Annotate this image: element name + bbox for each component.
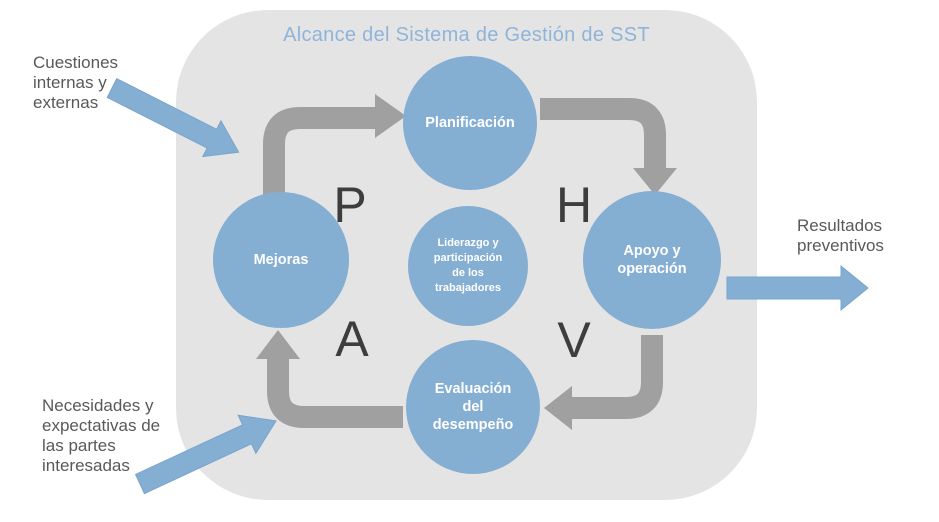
circle-apoyo-operacion-label: Apoyo y operación (617, 242, 687, 277)
circle-planificacion: Planificación (403, 56, 537, 190)
phva-letter-h: H (555, 177, 593, 233)
circle-mejoras-label: Mejoras (253, 251, 309, 268)
label-resultados-preventivos: Resultados preventivos (797, 216, 884, 255)
circle-liderazgo-participacion: Liderazgo y participación de los trabaja… (408, 206, 528, 326)
phva-letter-v: V (557, 312, 591, 368)
phva-letter-a: A (335, 311, 369, 367)
circle-apoyo-operacion: Apoyo y operación (583, 191, 721, 329)
arrow-planificacion-to-apoyo-icon (540, 98, 677, 195)
arrow-necesidades-input-icon (134, 414, 277, 495)
circle-planificacion-label: Planificación (425, 114, 515, 131)
arrow-evaluacion-to-mejoras-icon (256, 330, 403, 428)
label-cuestiones-internas-externas: Cuestiones internas y externas (33, 53, 119, 112)
circle-mejoras: Mejoras (213, 192, 349, 328)
arrow-resultados-output-icon (726, 264, 869, 312)
diagram-title: Alcance del Sistema de Gestión de SST (283, 24, 650, 46)
arrow-cuestiones-input-icon (106, 77, 240, 158)
phva-letter-p: P (333, 177, 367, 233)
circle-evaluacion-desempeno-label: Evaluación del desempeño (432, 380, 514, 434)
circle-evaluacion-desempeno: Evaluación del desempeño (406, 340, 540, 474)
arrow-apoyo-to-evaluacion-icon (544, 335, 663, 430)
label-necesidades-expectativas: Necesidades y expectativas de las partes… (42, 396, 161, 475)
circle-liderazgo-participacion-label: Liderazgo y participación de los trabaja… (433, 237, 503, 294)
arrow-mejoras-to-planificacion-icon (263, 94, 406, 197)
